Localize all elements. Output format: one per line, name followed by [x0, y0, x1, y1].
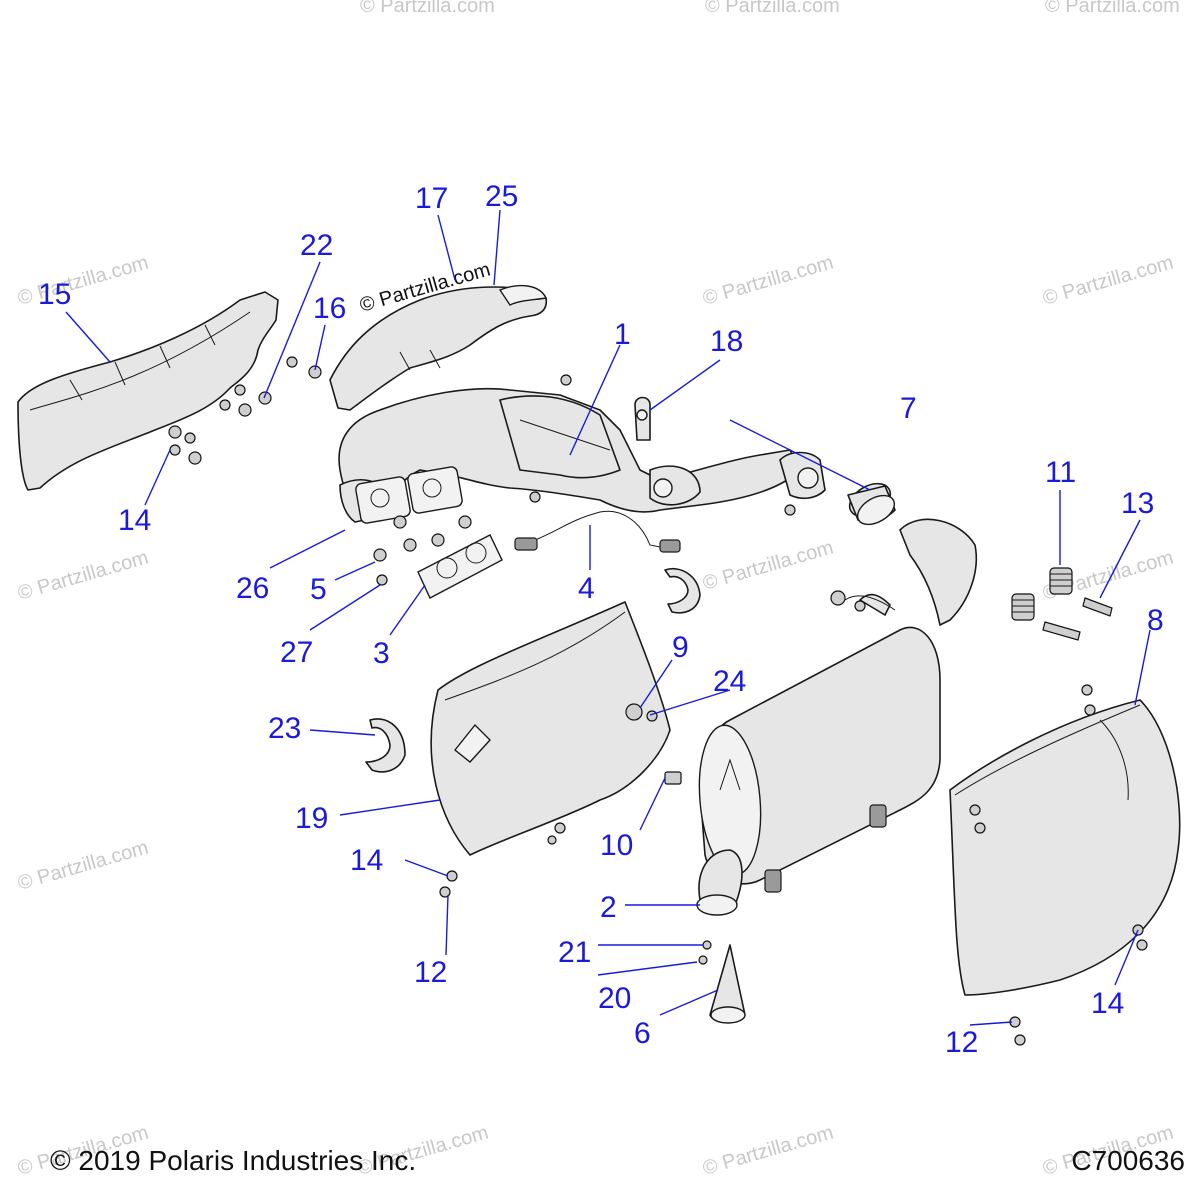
callout-27: 27 [280, 636, 313, 669]
callout-5: 5 [310, 573, 327, 606]
part-6-spark-arrestor [709, 944, 746, 1024]
header-outlet-flange [779, 451, 826, 500]
part-23-strap [365, 718, 406, 773]
callout-12b: 12 [945, 1026, 978, 1059]
part-11-spring [1011, 567, 1073, 621]
callout-19: 19 [295, 802, 328, 835]
watermark: © Partzilla.com [705, 0, 840, 17]
callout-21: 21 [558, 936, 591, 969]
part-18-bracket [634, 396, 651, 441]
callout-26: 26 [236, 572, 269, 605]
callout-8: 8 [1147, 604, 1164, 637]
callout-10: 10 [600, 829, 633, 862]
callout-2: 2 [600, 891, 617, 924]
callout-12a: 12 [414, 956, 447, 989]
part-13-bolt [1042, 597, 1113, 641]
callout-4: 4 [578, 572, 595, 605]
watermark: © Partzilla.com [700, 537, 836, 595]
watermark: © Partzilla.com [15, 837, 151, 895]
part-4-oxygen-sensor [514, 510, 681, 553]
watermark: © Partzilla.com [15, 547, 151, 605]
callout-9: 9 [672, 631, 689, 664]
part-2-muffler [696, 518, 978, 916]
part-15-heat-shield [17, 291, 279, 491]
callout-16: 16 [313, 292, 346, 325]
watermark: © Partzilla.com [1045, 0, 1180, 17]
watermark: © Partzilla.com [1040, 252, 1176, 310]
callout-22: 22 [300, 229, 333, 262]
callout-14b: 14 [350, 844, 383, 877]
callout-23: 23 [268, 712, 301, 745]
leader-lines [65, 209, 1151, 1026]
callouts: 1 2 3 4 5 6 7 8 9 10 11 12 12 13 14 14 1… [38, 180, 1164, 1059]
watermark: © Partzilla.com [360, 0, 495, 17]
callout-20: 20 [598, 982, 631, 1015]
part-19-heat-shield [430, 601, 671, 856]
callout-6: 6 [634, 1017, 651, 1050]
watermark: © Partzilla.com [15, 252, 151, 310]
callout-14a: 14 [118, 504, 151, 537]
callout-24: 24 [713, 665, 746, 698]
callout-7: 7 [900, 392, 917, 425]
callout-11: 11 [1045, 456, 1076, 489]
callout-15: 15 [38, 278, 71, 311]
watermark: © Partzilla.com [700, 1122, 836, 1180]
callout-1: 1 [614, 318, 631, 351]
callout-17: 17 [415, 182, 448, 215]
hardware-fasteners [168, 356, 1148, 1046]
callout-25: 25 [485, 180, 518, 213]
callout-18: 18 [710, 325, 743, 358]
watermark: © Partzilla.com [700, 252, 836, 310]
copyright-text: © 2019 Polaris Industries Inc. [50, 1145, 417, 1176]
part-8-muffler-heat-shield [949, 699, 1181, 996]
callout-14c: 14 [1091, 987, 1124, 1020]
callout-13: 13 [1121, 487, 1154, 520]
part-7-coupler [847, 482, 896, 526]
part-3-exhaust-gasket [417, 534, 503, 599]
figure-code: C700636 [1071, 1145, 1185, 1176]
part-1-exhaust-header [338, 387, 801, 524]
header-strap [664, 568, 701, 614]
part-17-heat-shield [329, 284, 548, 411]
callout-3: 3 [373, 637, 390, 670]
